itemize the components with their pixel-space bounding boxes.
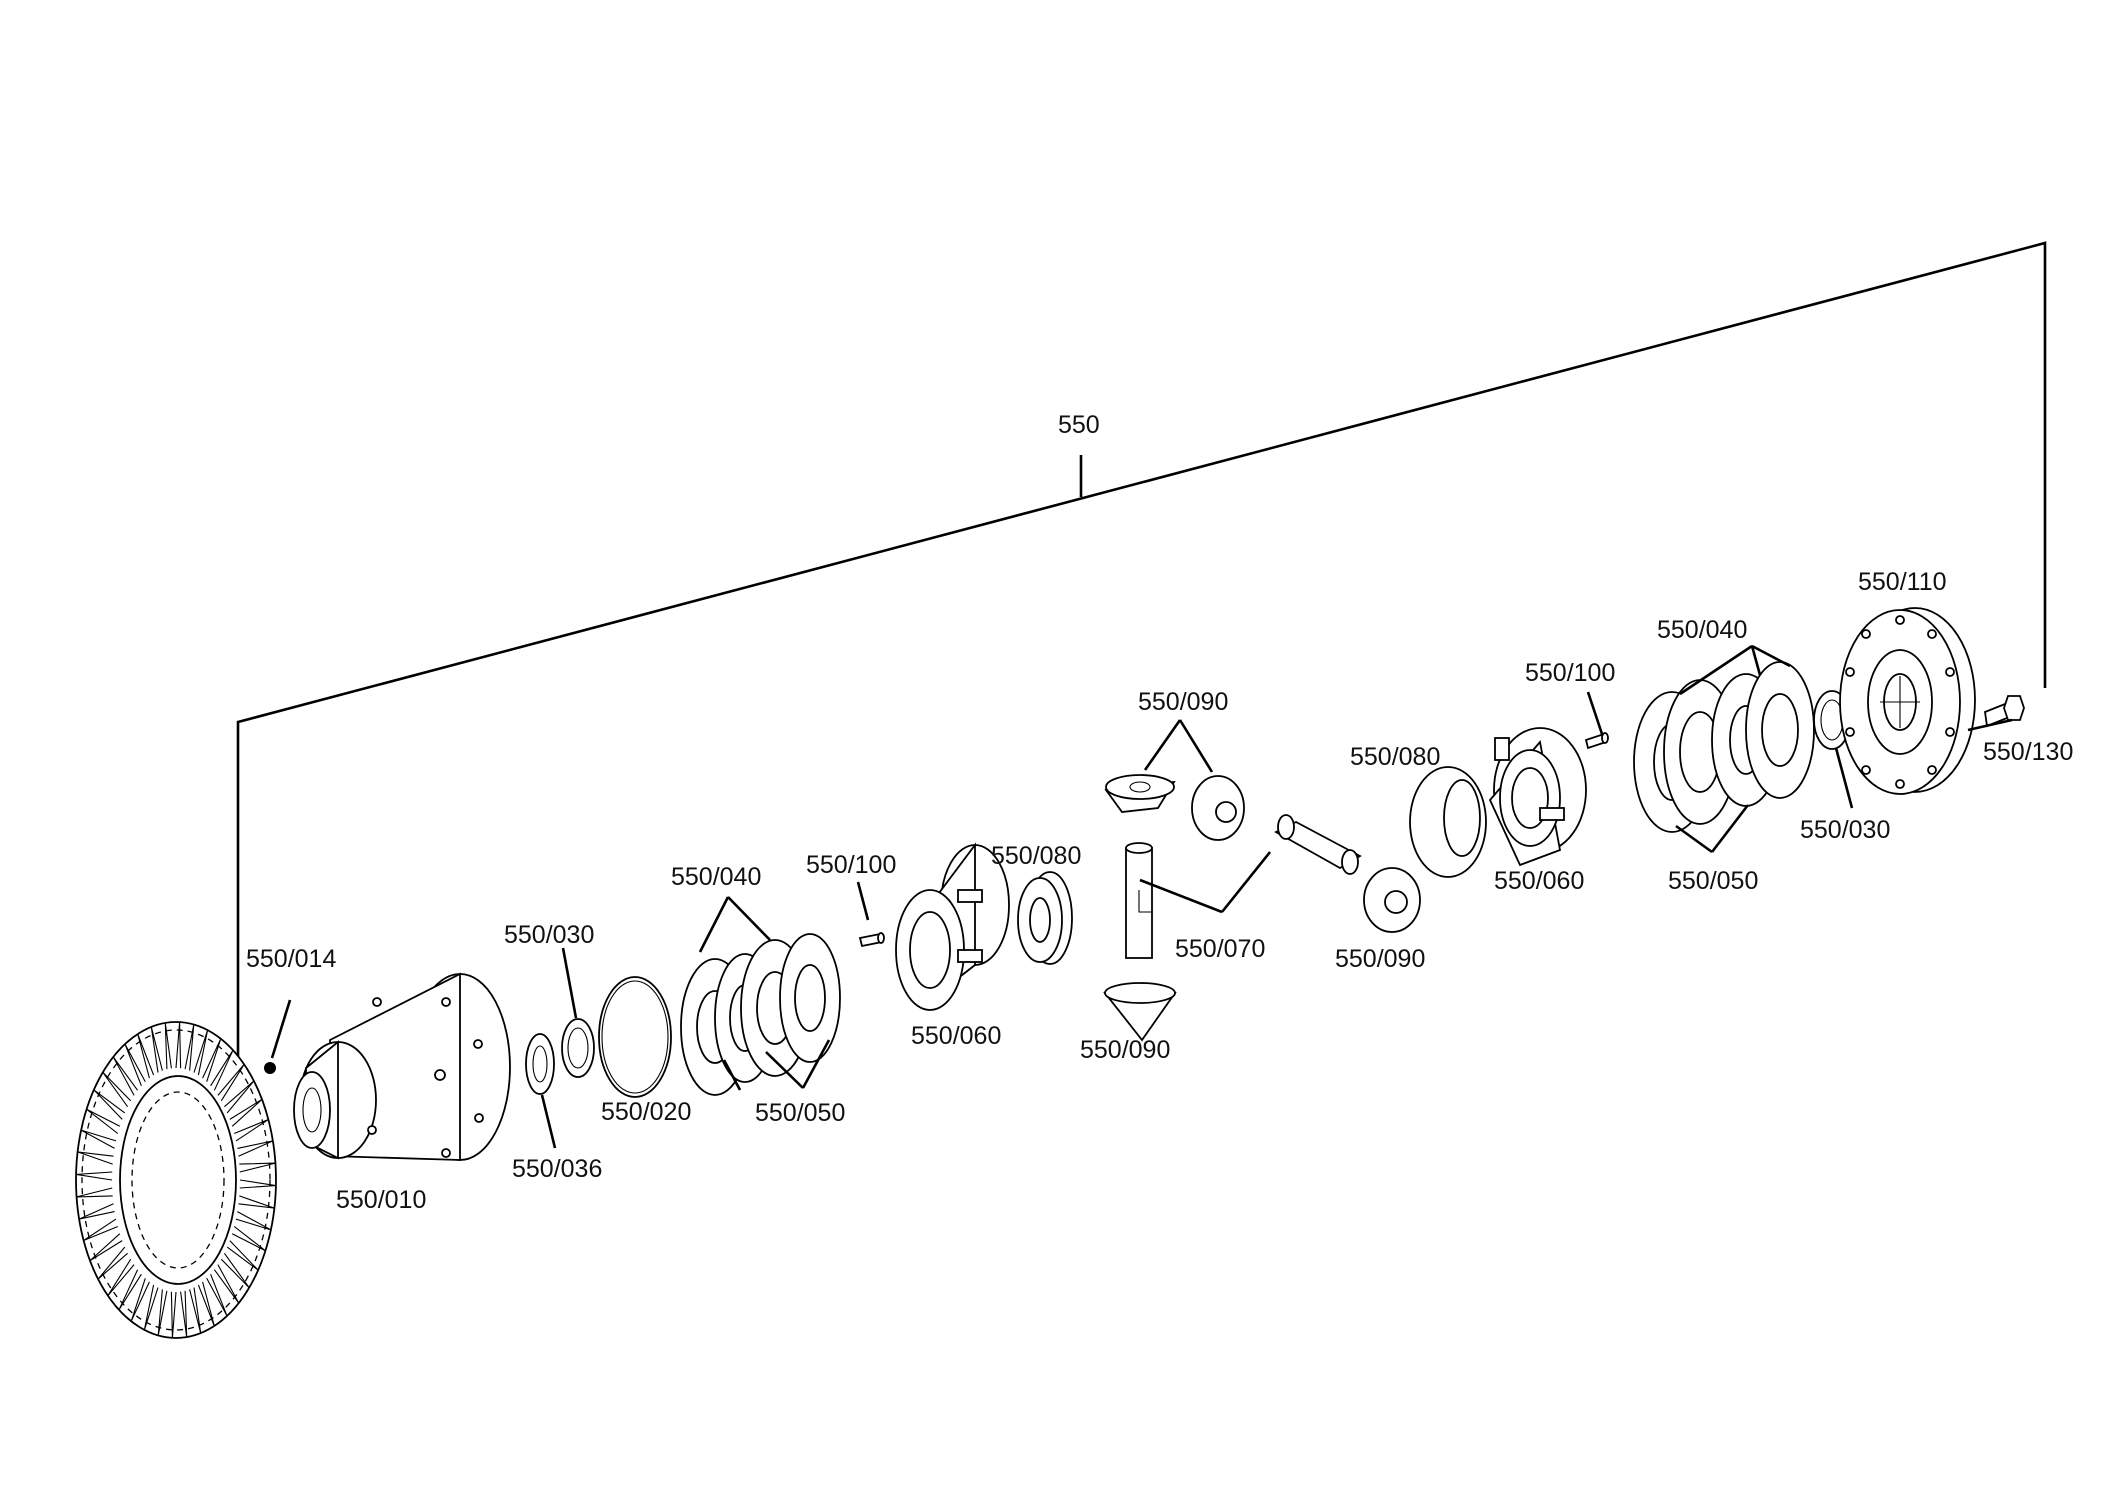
cross-shaft-short bbox=[1274, 814, 1362, 875]
gear-tooth bbox=[189, 1287, 202, 1334]
label-550-080-right: 550/080 bbox=[1350, 743, 1440, 771]
label-550-070: 550/070 bbox=[1175, 935, 1265, 963]
assembly-bracket bbox=[236, 241, 2047, 1062]
gear-tooth bbox=[76, 1171, 113, 1181]
label-550-040-left: 550/040 bbox=[671, 863, 761, 891]
gear-tooth bbox=[143, 1284, 159, 1331]
label-550-060-right: 550/060 bbox=[1494, 867, 1584, 895]
pin-100-right bbox=[1584, 732, 1609, 750]
gear-tooth bbox=[102, 1071, 132, 1108]
side-gear-080-left bbox=[1017, 871, 1073, 965]
gear-tooth bbox=[233, 1118, 269, 1142]
pinion-090-right bbox=[1363, 867, 1421, 933]
gear-tooth bbox=[180, 1290, 188, 1338]
label-550-060-left: 550/060 bbox=[911, 1022, 1001, 1050]
pressure-ring-060-right bbox=[1488, 727, 1587, 867]
gear-tooth bbox=[77, 1151, 114, 1165]
label-550-050-left: 550/050 bbox=[755, 1099, 845, 1127]
gear-tooth bbox=[175, 1022, 182, 1069]
label-550-090-bottom: 550/090 bbox=[1080, 1036, 1170, 1064]
thrust-washer-036 bbox=[525, 1033, 555, 1095]
gear-tooth bbox=[157, 1289, 168, 1336]
gear-tooth bbox=[197, 1281, 215, 1327]
pinion-090-top-left bbox=[1104, 774, 1176, 813]
differential-cover-110 bbox=[1839, 607, 1976, 795]
ring-gear bbox=[75, 1021, 277, 1339]
gear-tooth bbox=[217, 1064, 245, 1102]
disc-pack-right bbox=[1633, 661, 1815, 833]
assembly-label: 550 bbox=[1058, 411, 1100, 439]
gear-tooth bbox=[206, 1273, 228, 1317]
gear-tooth bbox=[202, 1038, 222, 1082]
bolt-130 bbox=[1984, 695, 2025, 728]
gear-tooth bbox=[137, 1033, 155, 1079]
label-550-020: 550/020 bbox=[601, 1098, 691, 1126]
gear-tooth bbox=[80, 1129, 117, 1149]
pin-014 bbox=[264, 1062, 276, 1074]
gear-tooth bbox=[170, 1291, 177, 1338]
gear-tooth bbox=[78, 1203, 115, 1220]
gear-tooth bbox=[76, 1187, 113, 1198]
gear-tooth bbox=[239, 1162, 276, 1173]
gear-tooth bbox=[130, 1278, 150, 1322]
gear-tooth bbox=[97, 1246, 128, 1280]
gear-tooth bbox=[184, 1024, 195, 1071]
pressure-ring-060-left bbox=[895, 842, 1010, 1011]
label-550-030-left: 550/030 bbox=[504, 921, 594, 949]
disc-pack-left bbox=[680, 933, 841, 1096]
gear-tooth bbox=[226, 1240, 259, 1271]
gear-tooth bbox=[213, 1264, 240, 1304]
gear-tooth bbox=[210, 1049, 234, 1091]
gear-tooth bbox=[229, 1098, 263, 1127]
gear-tooth bbox=[124, 1043, 146, 1087]
gear-tooth bbox=[224, 1080, 255, 1114]
label-550-110: 550/110 bbox=[1858, 568, 1947, 596]
gear-tooth bbox=[89, 1233, 123, 1262]
gear-tooth bbox=[107, 1258, 135, 1296]
gear-tooth bbox=[238, 1195, 275, 1209]
label-550-050-right: 550/050 bbox=[1668, 867, 1758, 895]
o-ring-020 bbox=[598, 976, 672, 1098]
label-550-080-left: 550/080 bbox=[991, 842, 1081, 870]
gear-tooth bbox=[83, 1218, 119, 1242]
label-550-010: 550/010 bbox=[336, 1186, 426, 1214]
label-550-040-right: 550/040 bbox=[1657, 616, 1747, 644]
gear-tooth bbox=[235, 1211, 272, 1231]
gear-tooth bbox=[93, 1089, 126, 1120]
cross-shaft-long bbox=[1125, 842, 1153, 959]
label-550-090-top: 550/090 bbox=[1138, 688, 1228, 716]
pin-100-left bbox=[858, 932, 885, 948]
gear-tooth bbox=[150, 1026, 163, 1073]
leader-lines bbox=[270, 644, 2013, 1149]
label-550-014: 550/014 bbox=[246, 945, 336, 973]
gear-tooth bbox=[193, 1029, 209, 1076]
gear-tooth bbox=[220, 1252, 250, 1289]
gear-tooth bbox=[237, 1140, 274, 1157]
label-550-100-left: 550/100 bbox=[806, 851, 896, 879]
pinion-090-top-right bbox=[1191, 775, 1245, 841]
differential-housing bbox=[293, 972, 511, 1161]
gear-tooth bbox=[112, 1056, 139, 1096]
label-550-030-right: 550/030 bbox=[1800, 816, 1890, 844]
label-550-130: 550/130 bbox=[1983, 738, 2073, 766]
gear-tooth bbox=[231, 1226, 266, 1252]
gear-tooth bbox=[86, 1108, 121, 1134]
side-gear-080-right bbox=[1409, 766, 1487, 878]
gear-tooth bbox=[118, 1269, 142, 1311]
pinion-090-bottom bbox=[1103, 982, 1177, 1042]
label-550-100-right: 550/100 bbox=[1525, 659, 1615, 687]
gear-tooth bbox=[239, 1179, 276, 1189]
washer-030-left bbox=[561, 1018, 595, 1078]
label-550-090-right: 550/090 bbox=[1335, 945, 1425, 973]
gear-tooth bbox=[164, 1022, 172, 1070]
label-550-036: 550/036 bbox=[512, 1155, 602, 1183]
